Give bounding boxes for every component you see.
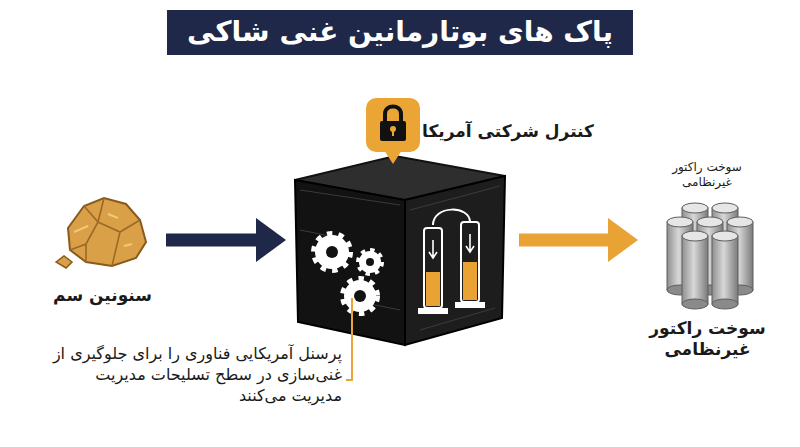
node-label: کنترل شرکتی آمریکا — [419, 121, 597, 142]
node-caption: سوخت راکتور غیرنظامی — [645, 318, 770, 361]
fuel-rods — [667, 203, 753, 309]
ore-source: سنونین سم — [45, 195, 160, 320]
arrow-head — [608, 218, 638, 262]
note-label: پرسنل آمریکایی فناوری را برای جلوگیری از… — [40, 344, 342, 406]
enrichment-box: کنترل شرکتی آمریکا — [288, 95, 513, 350]
ore-rock — [56, 198, 146, 268]
node-label: سنونین سم — [45, 285, 160, 306]
node-label: سوخت راکتور غیرنظامی — [662, 160, 752, 190]
padlock-callout — [366, 98, 420, 164]
fuel-output: سوخت راکتور غیرنظامی سوخت راکتور غیرنظامی — [640, 160, 775, 375]
arrow-shaft — [519, 234, 610, 247]
leader-line — [346, 298, 352, 380]
black-box-cube — [295, 156, 505, 345]
fuel-rod — [712, 231, 738, 309]
flow-arrow — [166, 218, 286, 262]
arrow-shaft — [166, 234, 258, 247]
centrifuge-icon — [418, 210, 485, 314]
arrow-head — [256, 218, 286, 262]
fuel-rod — [682, 231, 708, 309]
title-banner: پاک های بوتارمانین غنی شاکی — [167, 10, 633, 55]
gear-icon — [315, 235, 381, 312]
flow-arrow — [519, 218, 638, 262]
